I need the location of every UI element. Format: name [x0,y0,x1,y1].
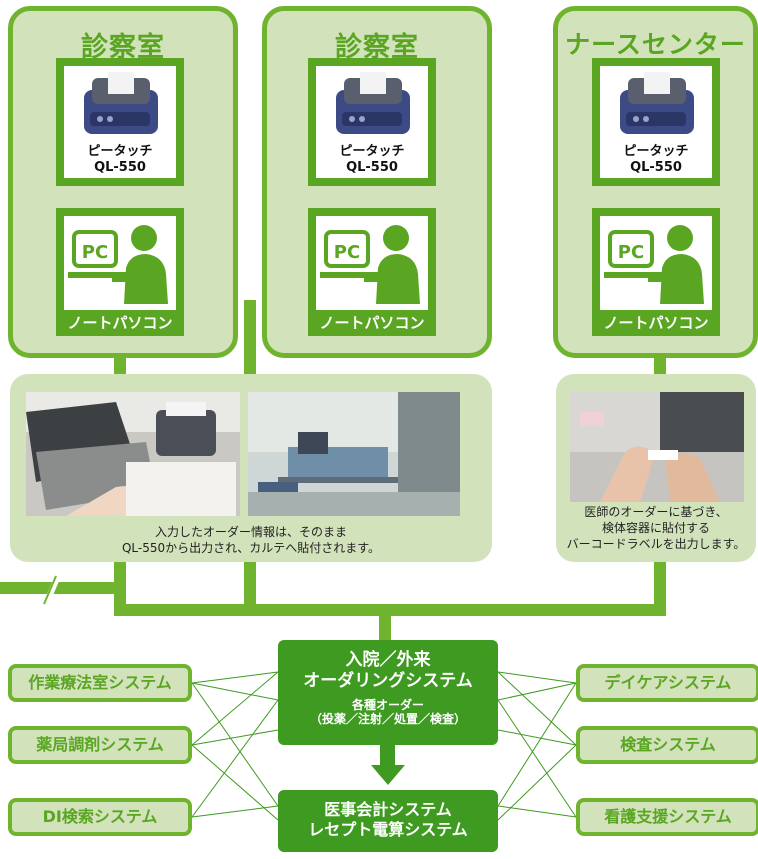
caption-line: バーコードラベルを出力します。 [566,537,746,551]
label-printer-image [84,72,158,134]
room-title: 診察室 [81,32,165,63]
ordering-system-box: 入院／外来 オーダリングシステム 各種オーダー （投薬／注射／処置／検査） [278,640,498,745]
printer-label-2: QL-550 [630,160,682,175]
printer-label-1: ピータッチ [87,144,153,159]
accounting-system-box: 医事会計システム レセプト電算システム [278,790,498,852]
caption-line: 入力したオーダー情報は、そのまま [154,525,347,539]
printer-label-2: QL-550 [346,160,398,175]
svg-text:PC: PC [82,242,108,263]
nursing-support-system: 看護支援システム [576,798,758,836]
caption-line: QL-550から出力され、カルテへ貼付されます。 [121,541,381,555]
caption-line: 検体容器に貼付する [601,521,710,535]
pc-label: ノートパソコン [308,310,436,336]
network-break [43,574,61,606]
fan-lines-right [497,671,577,821]
label-printer-image [620,72,694,134]
flow-arrow [371,745,405,785]
printer-label-1: ピータッチ [623,144,689,159]
network-break-line [43,575,57,605]
accounting-line: 医事会計システム [324,800,452,819]
fan-lines-left [191,671,279,821]
laboratory-system: 検査システム [576,726,758,764]
printer-device: ピータッチ QL-550 [308,58,436,186]
caption-line: 医師のオーダーに基づき、 [584,505,728,519]
svg-text:PC: PC [618,242,644,263]
caption-right: 医師のオーダーに基づき、 検体容器に貼付する バーコードラベルを出力します。 [556,504,756,552]
pc-user-icon: PC [604,225,704,304]
ordering-sub-line: （投薬／注射／処置／検査） [309,712,466,726]
pc-label: ノートパソコン [56,310,184,336]
ordering-title-line: オーダリングシステム [303,671,473,691]
pharmacy-system: 薬局調剤システム [8,726,192,764]
occupational-therapy-system: 作業療法室システム [8,664,192,702]
printer-label-1: ピータッチ [339,144,405,159]
photo-panel-right: 医師のオーダーに基づき、 検体容器に貼付する バーコードラベルを出力します。 [556,374,756,562]
laptop-device: PC ノートパソコン [308,208,436,336]
pc-user-icon: PC [320,225,420,304]
photo-consultation-room [248,392,460,516]
photo-panel-left: 入力したオーダー情報は、そのまま QL-550から出力され、カルテへ貼付されます… [10,374,492,562]
room-title: ナースセンター [565,30,746,59]
pc-label: ノートパソコン [592,310,720,336]
di-search-system: DI検索システム [8,798,192,836]
ordering-title-line: 入院／外来 [345,650,431,670]
day-care-system: デイケアシステム [576,664,758,702]
ordering-sub-line: 各種オーダー [351,698,424,712]
label-printer-image [336,72,410,134]
photo-laptop-printer [26,392,240,516]
laptop-device: PC ノートパソコン [592,208,720,336]
printer-device: ピータッチ QL-550 [56,58,184,186]
printer-device: ピータッチ QL-550 [592,58,720,186]
laptop-device: PC ノートパソコン [56,208,184,336]
svg-text:PC: PC [334,242,360,263]
room-title: 診察室 [335,32,419,63]
printer-label-2: QL-550 [94,160,146,175]
pc-user-icon: PC [68,225,168,304]
accounting-line: レセプト電算システム [308,820,468,839]
caption-left: 入力したオーダー情報は、そのまま QL-550から出力され、カルテへ貼付されます… [10,524,492,556]
photo-specimen-label [570,392,744,502]
